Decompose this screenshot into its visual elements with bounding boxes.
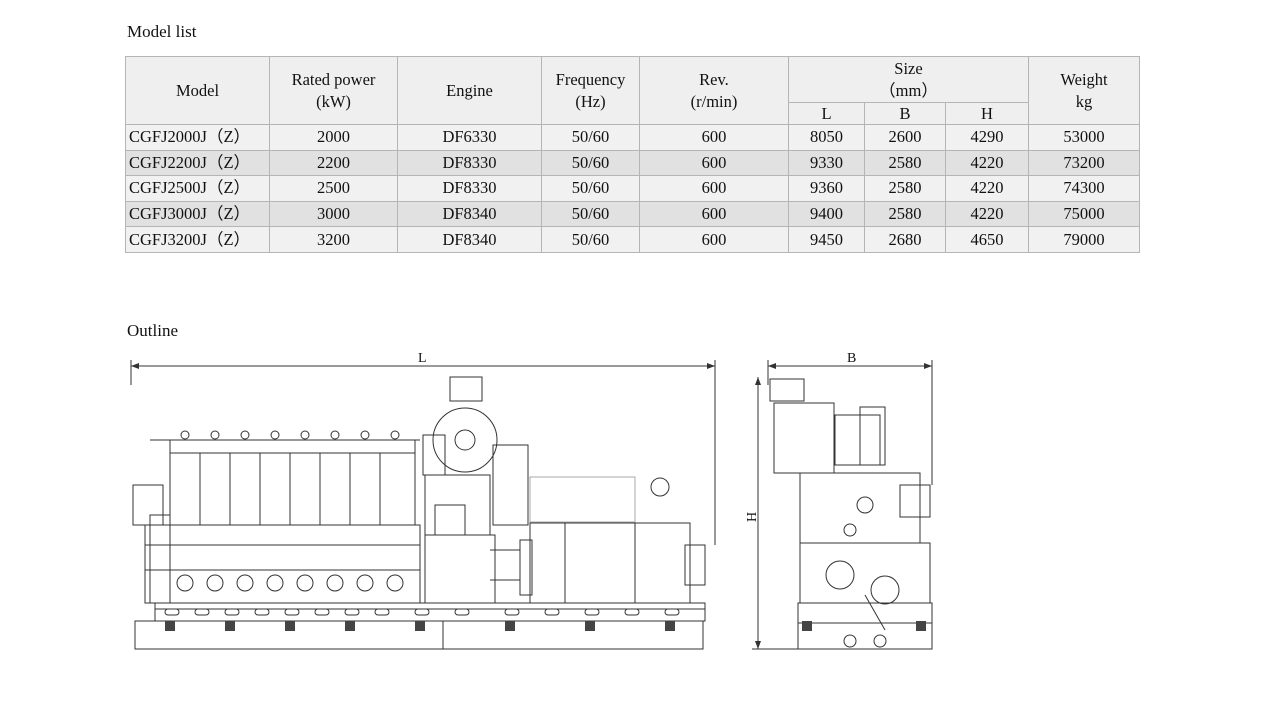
header-frequency: Frequency (Hz) [541,56,640,125]
cell-frequency: 50/60 [541,175,640,202]
header-size-b: B [864,102,946,125]
header-weight: Weight kg [1028,56,1140,125]
header-size-unit: （mm） [879,80,938,100]
cell-size-b: 2580 [864,149,946,177]
header-size-l: L [788,102,865,125]
cell-rev: 600 [639,200,789,228]
cell-size-b: 2680 [864,226,946,253]
cell-power: 2200 [269,149,398,177]
cell-power: 3200 [269,226,398,253]
cell-size-h: 4220 [945,200,1029,228]
table-row: CGFJ2500J（Z） 2500 DF8330 50/60 600 9360 … [125,175,1140,202]
cell-engine: DF8340 [397,200,542,228]
header-rev-label: Rev. [699,69,729,89]
cell-power: 2500 [269,175,398,202]
dimension-l-label: L [418,351,427,366]
base-frame [135,603,705,649]
cell-size-l: 9360 [788,175,865,202]
cell-frequency: 50/60 [541,124,640,151]
dimension-b: B [768,351,932,485]
cell-frequency: 50/60 [541,149,640,177]
cell-weight: 79000 [1028,226,1140,253]
cell-size-b: 2580 [864,200,946,228]
table-row: CGFJ2200J（Z） 2200 DF8330 50/60 600 9330 … [125,149,1140,177]
cell-model: CGFJ2200J（Z） [125,149,270,177]
cell-size-b: 2580 [864,175,946,202]
cell-size-h: 4220 [945,175,1029,202]
end-view-drawing: B H [745,351,940,657]
cell-rev: 600 [639,124,789,151]
cell-engine: DF8330 [397,175,542,202]
header-rated-power: Rated power (kW) [269,56,398,125]
cell-model: CGFJ3000J（Z） [125,200,270,228]
cell-size-l: 9330 [788,149,865,177]
header-rated-power-label: Rated power [291,69,376,89]
cell-size-l: 9400 [788,200,865,228]
turbocharger [423,377,528,603]
cell-model: CGFJ2500J（Z） [125,175,270,202]
cell-engine: DF6330 [397,124,542,151]
cell-frequency: 50/60 [541,200,640,228]
header-weight-label: Weight [1060,69,1108,89]
side-view-drawing: L [125,351,725,657]
cell-weight: 73200 [1028,149,1140,177]
cell-size-b: 2600 [864,124,946,151]
cell-engine: DF8330 [397,149,542,177]
outline-title: Outline [127,321,178,340]
cell-size-h: 4220 [945,149,1029,177]
header-size-label: Size [894,58,923,78]
header-weight-unit: kg [1075,91,1093,111]
cell-weight: 53000 [1028,124,1140,151]
cell-size-h: 4650 [945,226,1029,253]
header-frequency-unit: (Hz) [575,91,606,111]
header-rev-unit: (r/min) [690,91,738,111]
cell-rev: 600 [639,226,789,253]
header-rev: Rev. (r/min) [639,56,789,125]
table-row: CGFJ2000J（Z） 2000 DF6330 50/60 600 8050 … [125,124,1140,151]
cell-power: 2000 [269,124,398,151]
cell-rev: 600 [639,149,789,177]
cell-power: 3000 [269,200,398,228]
cell-size-h: 4290 [945,124,1029,151]
header-size: Size （mm） [788,56,1029,103]
dimension-b-label: B [847,351,856,366]
cell-weight: 74300 [1028,175,1140,202]
engine-block [133,431,420,603]
dimension-h-label: H [745,512,760,522]
cell-model: CGFJ3200J（Z） [125,226,270,253]
end-view-structure [770,379,932,649]
cell-size-l: 8050 [788,124,865,151]
model-table: Model Rated power (kW) Engine Frequency … [125,56,1140,253]
header-rated-power-unit: (kW) [316,91,351,111]
header-model: Model [125,56,270,125]
table-row: CGFJ3000J（Z） 3000 DF8340 50/60 600 9400 … [125,200,1140,228]
cell-weight: 75000 [1028,200,1140,228]
cell-rev: 600 [639,175,789,202]
header-engine: Engine [397,56,542,125]
cell-model: CGFJ2000J（Z） [125,124,270,151]
dimension-h: H [745,377,800,649]
alternator [490,477,705,603]
model-list-title: Model list [127,22,197,41]
header-size-h: H [945,102,1029,125]
cell-engine: DF8340 [397,226,542,253]
table-row: CGFJ3200J（Z） 3200 DF8340 50/60 600 9450 … [125,226,1140,253]
dimension-l: L [131,351,715,545]
cell-frequency: 50/60 [541,226,640,253]
cell-size-l: 9450 [788,226,865,253]
header-frequency-label: Frequency [555,69,626,89]
